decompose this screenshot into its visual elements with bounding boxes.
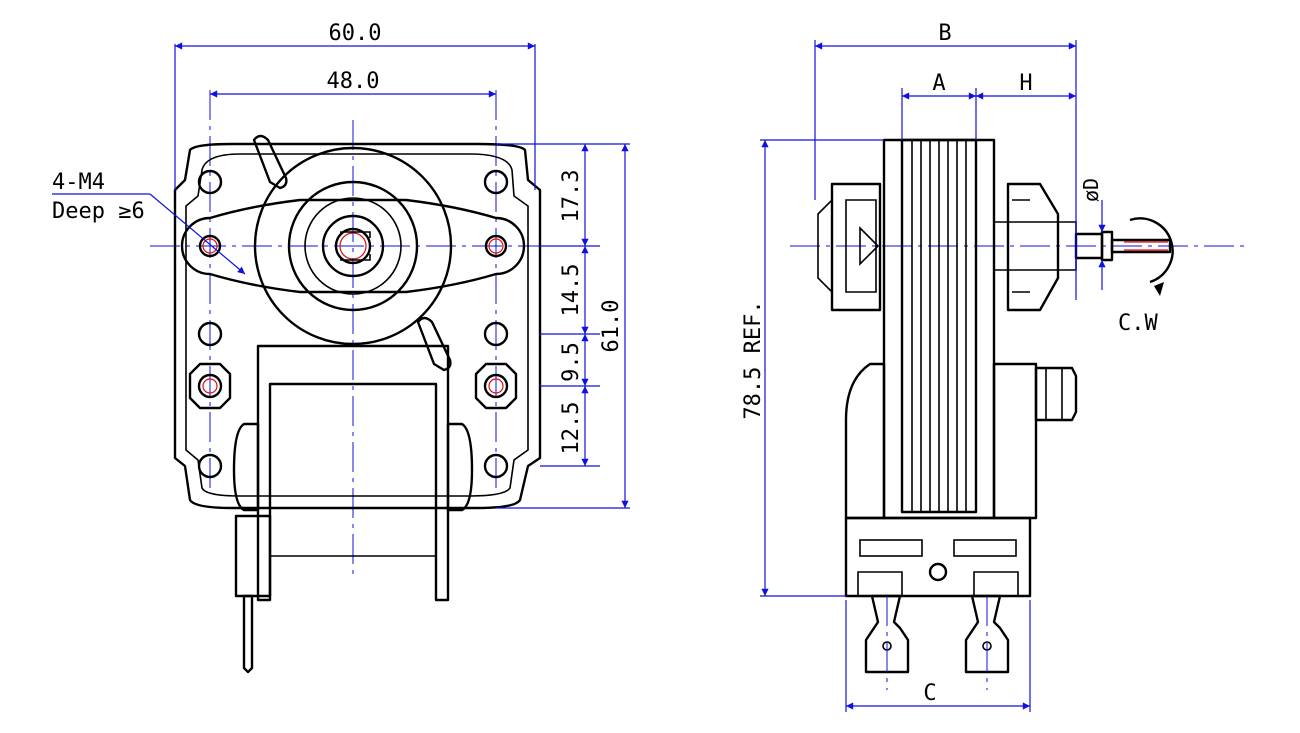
spring-clip-top: [252, 134, 288, 190]
dim-side-height: 78.5 REF.: [741, 300, 766, 419]
dim-overall-depth: B: [938, 21, 951, 46]
dim-shaft-length: H: [1019, 71, 1032, 96]
coil-housing-right: [992, 362, 1038, 520]
terminal-block: [234, 514, 272, 598]
dim-hole-shaft-offset: 14.5: [559, 264, 584, 317]
side-view: C.W B A H øD: [741, 21, 1250, 712]
bearing-outer: [287, 180, 419, 312]
spade-terminal-right: [964, 594, 1010, 674]
spring-clip-bottom: [416, 316, 452, 372]
terminal-screw: [928, 562, 948, 582]
rotation-arrowhead: [1154, 282, 1164, 296]
rotation-direction: C.W: [1118, 311, 1158, 336]
hex-fitting: [1034, 366, 1078, 422]
coil-housing-left: [844, 362, 886, 520]
rotation-arrow: [1129, 217, 1174, 284]
dim-hole-top-offset: 17.3: [559, 170, 584, 223]
mounting-holes: [197, 169, 509, 479]
mounting-plate: [173, 142, 542, 510]
bearing-bracket-arm: [180, 198, 526, 294]
plate-inner-edge: [185, 153, 529, 497]
dim-overall-width: 60.0: [329, 21, 382, 46]
output-shaft: [1110, 238, 1172, 254]
spade-terminal-left: [864, 594, 910, 674]
shaft: [334, 227, 372, 265]
callout-depth: Deep ≥6: [52, 199, 145, 224]
callout-thread: 4-M4: [52, 170, 105, 195]
dim-overall-height: 61.0: [599, 300, 624, 353]
dim-core-width: A: [932, 71, 945, 96]
hex-nut-left: [188, 362, 232, 410]
dim-hole-bottom-gap: 12.5: [559, 402, 584, 455]
rear-bearing-cap: [830, 182, 882, 312]
terminal-lead: [242, 594, 254, 674]
lamination-lines: [911, 140, 967, 512]
dim-terminal-span: C: [923, 681, 936, 706]
terminal-block: [844, 516, 1032, 598]
dim-hole-spacing: 48.0: [327, 69, 380, 94]
rotor-housing: [253, 146, 453, 346]
hex-nut-right: [474, 362, 518, 410]
coil-right-cap: [446, 422, 474, 512]
dim-shaft-diameter: øD: [1079, 178, 1103, 202]
dim-hole-mid-gap: 9.5: [559, 342, 584, 382]
front-bearing-cap: [1006, 182, 1060, 312]
coil-left-cap: [232, 422, 260, 512]
front-view: 60.0 48.0 17.3 14.5 9.5 12.5 61.0 4-M4 D…: [52, 21, 630, 674]
